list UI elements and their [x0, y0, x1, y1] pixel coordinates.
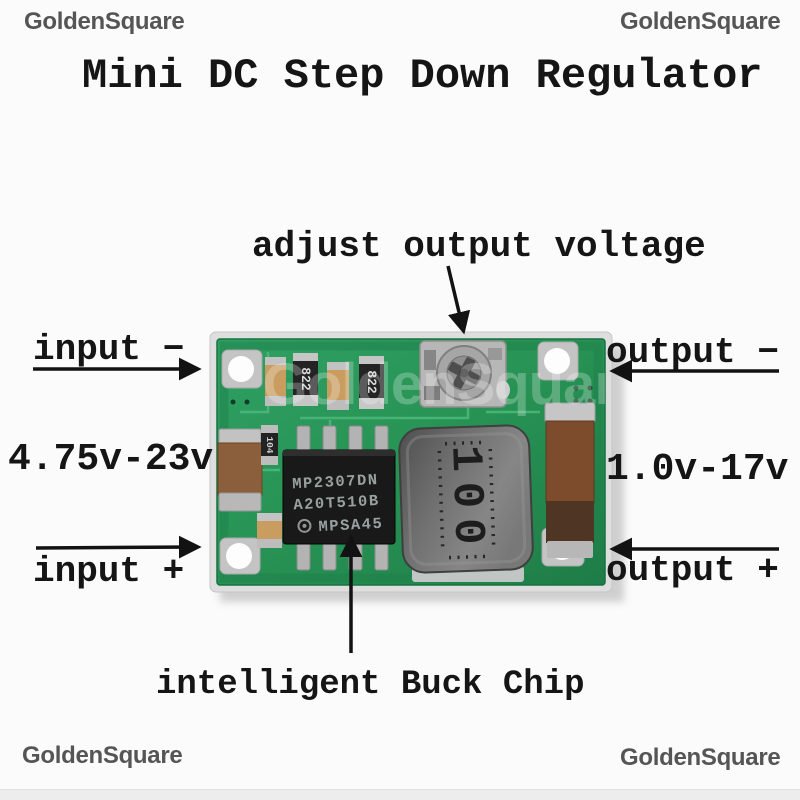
resistor-822-first: 822 [293, 353, 318, 406]
resistor-marking: 822 [364, 370, 379, 394]
label-intelligent-buck-chip: intelligent Buck Chip [156, 666, 585, 704]
input-capacitor [217, 428, 263, 512]
watermark-bottom-right: GoldenSquare [620, 744, 781, 771]
arrow-adjust-output-voltage [446, 265, 471, 335]
inductor-marking: 100 [439, 445, 493, 556]
mounting-hole [537, 341, 579, 381]
photo-bottom-margin [0, 789, 800, 800]
mounting-hole [221, 349, 263, 389]
mounting-hole [219, 537, 261, 575]
trim-potentiometer [419, 340, 510, 408]
label-output-minus: output − [606, 332, 779, 373]
annotation-arrows [33, 265, 779, 653]
watermark-top-left: GoldenSquare [24, 8, 185, 35]
label-adjust-output-voltage: adjust output voltage [252, 226, 706, 267]
resistor-marking: 822 [298, 367, 313, 391]
watermark-on-pcb: GoldenSquare [263, 352, 647, 417]
arrow-input-plus [35, 535, 202, 559]
chip-bevel [283, 450, 395, 456]
label-output-voltage-range: 1.0v-17v [606, 448, 789, 491]
output-capacitor [544, 402, 596, 558]
page-title: Mini DC Step Down Regulator [82, 52, 763, 100]
chip-marking-line3: MPSA45 [318, 515, 384, 536]
pcb-module: 822 822 [209, 331, 647, 602]
resistor-104: 104 [261, 425, 278, 465]
label-input-voltage-range: 4.75v-23v [8, 438, 214, 481]
watermark-top-right: GoldenSquare [620, 8, 781, 35]
label-output-plus: output + [606, 550, 779, 591]
chip-logo-dot [302, 523, 307, 528]
chip-marking-line2: A20T510B [293, 492, 380, 514]
label-input-minus: input − [33, 329, 185, 370]
ceramic-capacitor [327, 362, 349, 410]
buck-chip-ic: MP2307DN A20T510B MPSA45 [282, 425, 396, 571]
resistor-822-second: 822 [359, 356, 384, 409]
chip-logo-icon [297, 518, 312, 533]
resistor-marking: 104 [264, 436, 275, 453]
ceramic-capacitor [265, 357, 286, 406]
chip-marking-line1: MP2307DN [292, 471, 379, 493]
label-input-plus: input + [33, 551, 185, 592]
power-inductor: 100 [398, 424, 534, 574]
watermark-bottom-left: GoldenSquare [22, 742, 183, 769]
ceramic-capacitor [257, 513, 282, 548]
